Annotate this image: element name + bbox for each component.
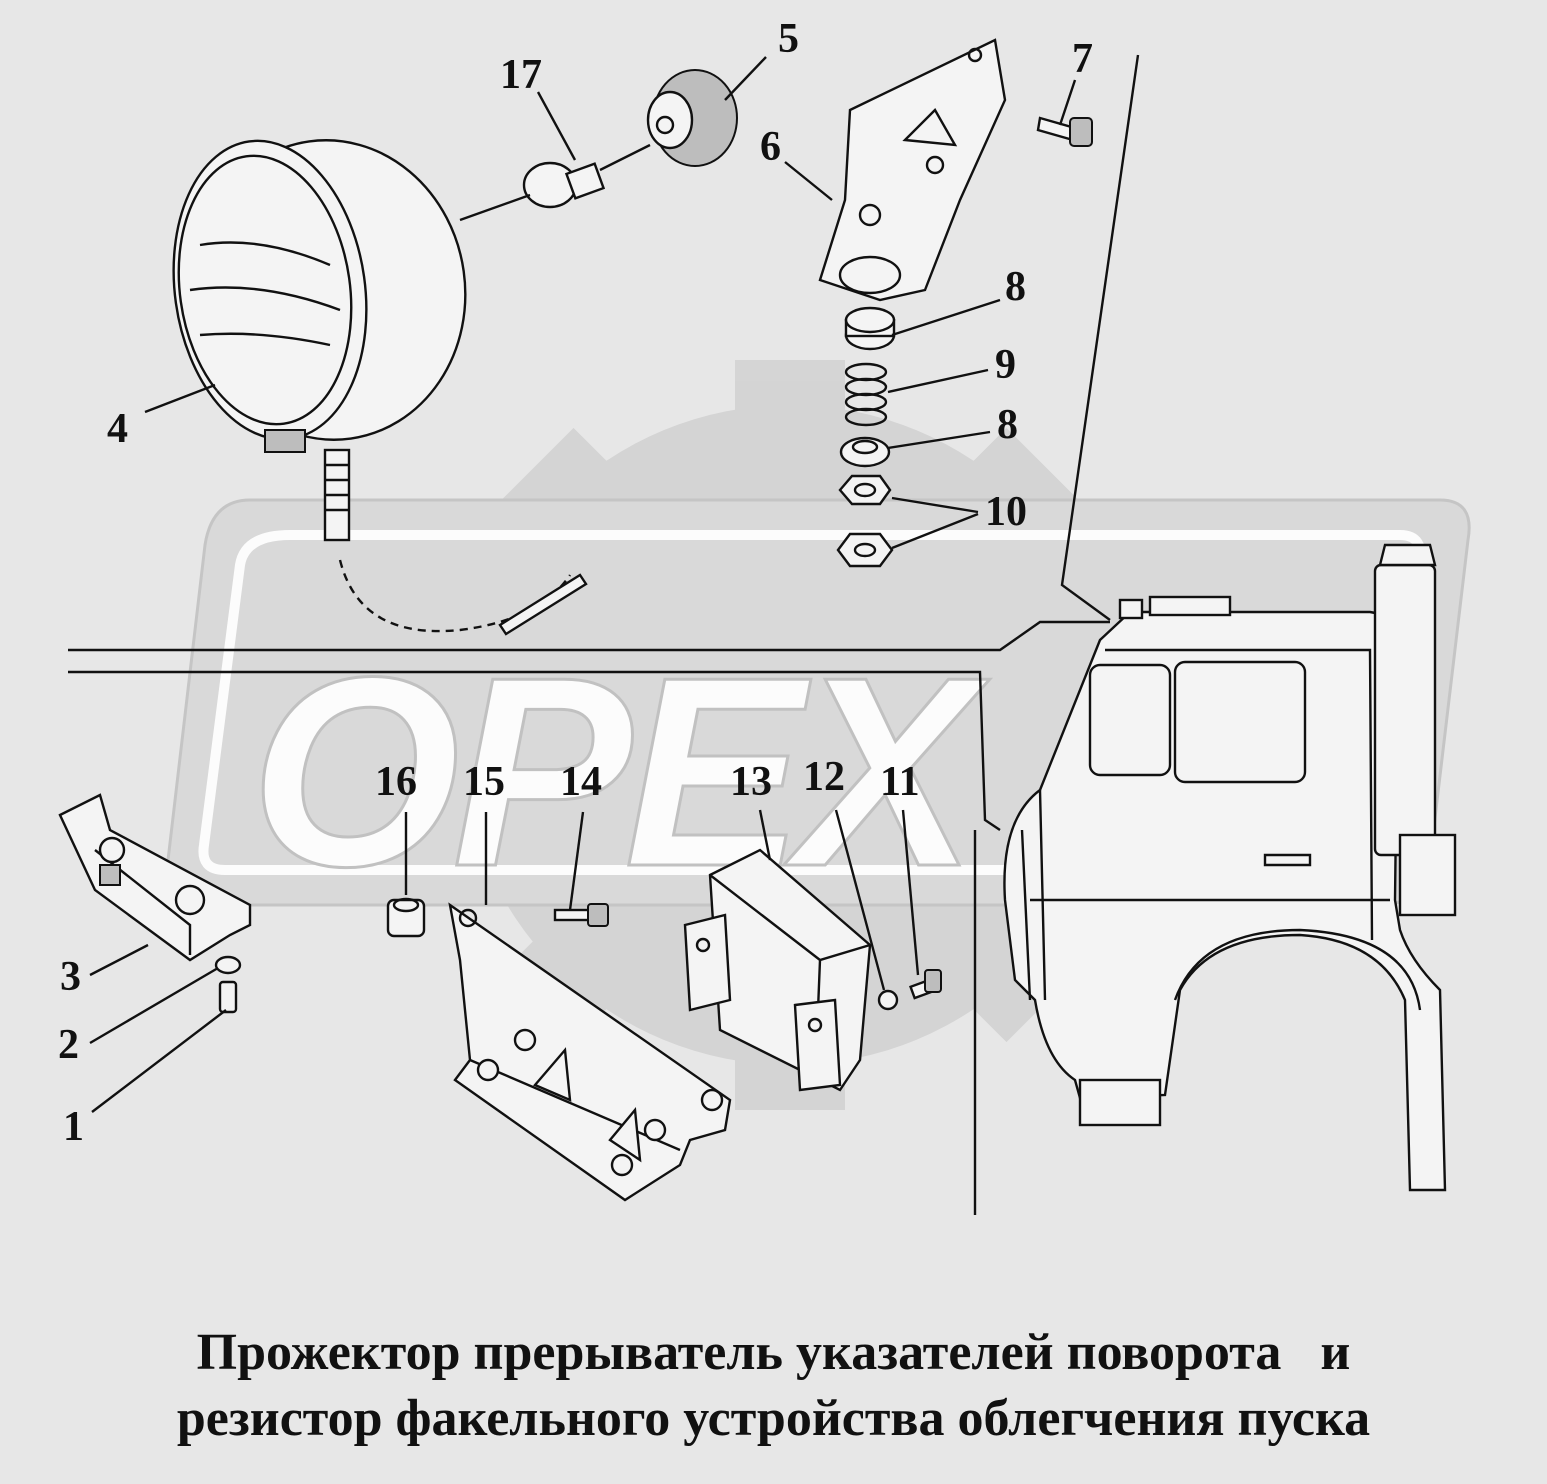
washer-part-12 (877, 989, 899, 1011)
callout-4: 4 (107, 406, 128, 452)
callout-2: 2 (58, 1022, 79, 1068)
callout-3: 3 (60, 954, 81, 1000)
nut-part-10-top (838, 474, 892, 506)
wiring-lines (68, 54, 1140, 1215)
caption-line-1: Прожектор прерыватель указателей поворот… (196, 1324, 1351, 1381)
callout-7: 7 (1072, 36, 1093, 82)
callout-17: 17 (500, 52, 542, 98)
callout-8-bottom: 8 (997, 402, 1018, 448)
resistor-part-13 (683, 848, 872, 1092)
callout-9: 9 (995, 342, 1016, 388)
cab-air-intake (1373, 563, 1437, 857)
exploded-parts-diagram: ОРЕХ (58, 16, 1471, 1215)
washer-part-2 (214, 955, 242, 975)
resistor-bracket-part-15 (448, 902, 732, 1202)
washer-spring-nut-stack (836, 306, 896, 568)
cab-window-left (1088, 663, 1172, 777)
callout-labels: 4 17 5 6 7 8 9 8 10 3 2 1 16 15 14 13 12… (58, 16, 1093, 1150)
bulb-part-17 (459, 143, 651, 222)
callout-12: 12 (803, 754, 845, 800)
callout-5: 5 (778, 16, 799, 62)
flasher-relay-part-3 (58, 793, 252, 962)
screw-part-11 (909, 969, 942, 1000)
screw-part-14 (553, 903, 609, 927)
bolt-part-7 (1036, 116, 1093, 147)
callout-11: 11 (880, 759, 920, 805)
diagram-caption: Прожектор прерыватель указателей поворот… (0, 1320, 1547, 1452)
callout-8-top: 8 (1005, 264, 1026, 310)
bushing-part-16 (386, 897, 426, 938)
callout-10: 10 (985, 489, 1027, 535)
spring-part-9 (844, 362, 888, 427)
callout-13: 13 (730, 759, 772, 805)
caption-line-2: резистор факельного устройства облегчени… (176, 1390, 1371, 1447)
callout-1: 1 (63, 1104, 84, 1150)
screw-part-1 (218, 980, 238, 1014)
callout-leaders (89, 56, 1077, 1113)
truck-cab (1003, 543, 1457, 1192)
cab-step (1078, 1078, 1162, 1127)
callout-14: 14 (560, 759, 602, 805)
searchlight-part-4 (172, 139, 588, 636)
callout-6: 6 (760, 124, 781, 170)
bracket-part-6 (818, 38, 1007, 302)
callout-15: 15 (463, 759, 505, 805)
callout-16: 16 (375, 759, 417, 805)
socket-part-5 (646, 69, 738, 167)
nut-part-10-bottom (836, 532, 894, 568)
cab-window-right (1173, 660, 1307, 784)
